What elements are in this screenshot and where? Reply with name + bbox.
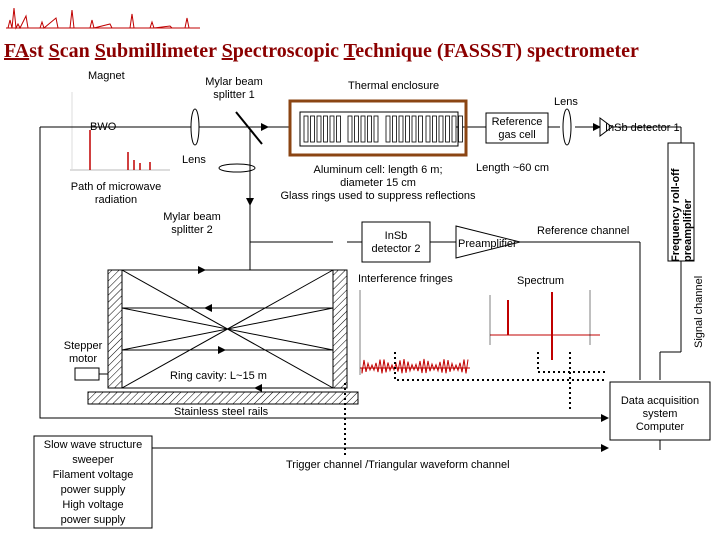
trigger-channel-label: Trigger channel /Triangular waveform cha… bbox=[286, 459, 510, 471]
lens-right bbox=[562, 108, 572, 146]
spectrum-label: Spectrum bbox=[517, 275, 565, 287]
lens-mid bbox=[218, 163, 256, 173]
glass-ring bbox=[347, 115, 353, 143]
glass-ring bbox=[360, 115, 366, 143]
title-initial-0: FA bbox=[4, 40, 30, 62]
magnet-label: Magnet bbox=[88, 70, 125, 82]
logo-spectrum-icon bbox=[6, 7, 200, 30]
interference-fringes-plot bbox=[359, 290, 470, 375]
glass-ring bbox=[316, 115, 322, 143]
glass-ring bbox=[438, 115, 444, 143]
insb-detector-1-label: InSb detector 1 bbox=[605, 122, 680, 134]
mylar-splitter-1 bbox=[235, 111, 263, 145]
lens-top-left bbox=[190, 108, 200, 146]
glass-ring bbox=[418, 115, 423, 143]
magnet-spectrum bbox=[70, 92, 170, 171]
glass-ring bbox=[392, 115, 397, 143]
glass-ring bbox=[425, 115, 431, 143]
thermal-enclosure bbox=[288, 99, 468, 157]
title-initial-4: T bbox=[343, 40, 356, 62]
glass-ring bbox=[310, 115, 315, 143]
daq-box bbox=[609, 381, 711, 441]
title-text-3: pectroscopic bbox=[232, 40, 344, 62]
title-text-2: ubmillimeter bbox=[105, 40, 222, 62]
glass-ring bbox=[329, 115, 335, 143]
page-title: FAst Scan Submillimeter Spectroscopic Te… bbox=[4, 40, 718, 63]
freq-rolloff-box bbox=[667, 142, 695, 262]
glass-ring bbox=[458, 115, 463, 143]
glass-ring bbox=[451, 115, 457, 143]
stepper-motor-icon bbox=[74, 367, 100, 381]
title-text-1: can bbox=[59, 40, 95, 62]
glass-ring bbox=[385, 115, 391, 143]
title-text-4: echnique (FASSST) spectrometer bbox=[355, 40, 639, 62]
preamplifier-label: Preamplifier bbox=[458, 238, 517, 250]
glass-ring bbox=[411, 115, 417, 143]
sweeper-box bbox=[33, 435, 153, 529]
glass-ring bbox=[432, 115, 437, 143]
signal-channel-label: Signal channel bbox=[693, 275, 705, 348]
interference-fringes-label: Interference fringes bbox=[358, 273, 453, 285]
reference-gas-cell bbox=[485, 112, 549, 144]
lens-top-label: Lens bbox=[554, 96, 578, 108]
glass-ring bbox=[373, 115, 379, 143]
glass-ring bbox=[367, 115, 372, 143]
insb-detector-2 bbox=[361, 221, 431, 263]
ring-cavity bbox=[107, 266, 348, 392]
control-lines bbox=[39, 127, 661, 450]
title-initial-2: S bbox=[94, 40, 106, 62]
title-initial-3: S bbox=[221, 40, 233, 62]
glass-ring bbox=[323, 115, 328, 143]
bwo-label: BWO bbox=[90, 121, 117, 133]
thermal-enclosure-label: Thermal enclosure bbox=[348, 80, 440, 92]
rails-label: Stainless steel rails bbox=[174, 406, 269, 418]
dotted-channels bbox=[344, 352, 605, 455]
aluminum-cell-label: Aluminum cell: length 6 m;diameter 15 cm… bbox=[280, 164, 476, 202]
glass-ring bbox=[354, 115, 359, 143]
glass-ring bbox=[445, 115, 450, 143]
ring-cavity-label: Ring cavity: L~15 m bbox=[170, 370, 267, 382]
glass-ring bbox=[398, 115, 404, 143]
title-initial-1: S bbox=[48, 40, 60, 62]
title-text-0: st bbox=[29, 40, 49, 62]
stainless-steel-rails bbox=[87, 391, 359, 405]
lens-mid-label: Lens bbox=[182, 154, 206, 166]
insb-detector-1-icon bbox=[599, 117, 613, 137]
length-label: Length ~60 cm bbox=[476, 162, 550, 174]
glass-ring bbox=[405, 115, 410, 143]
reference-channel-label: Reference channel bbox=[537, 225, 630, 237]
aluminum-cell bbox=[299, 111, 459, 147]
spectrum-plot bbox=[489, 290, 600, 360]
glass-rings bbox=[303, 115, 463, 143]
glass-ring bbox=[336, 115, 341, 143]
glass-ring bbox=[303, 115, 309, 143]
